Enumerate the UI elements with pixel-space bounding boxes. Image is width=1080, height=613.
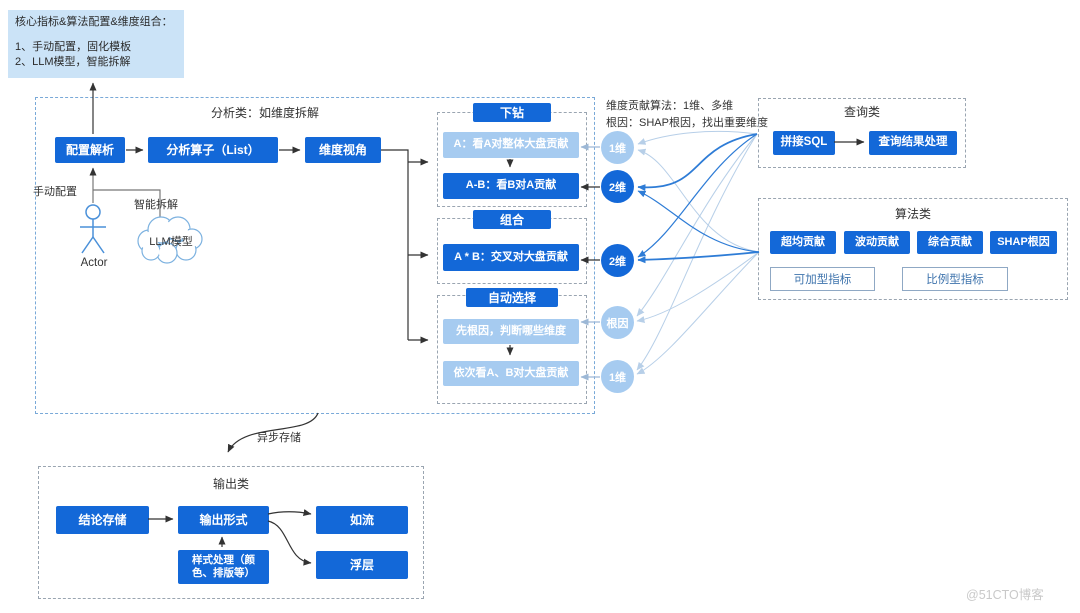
node-operator-list: 分析算子（List） [148,137,278,163]
auto-title: 自动选择 [466,288,558,307]
curve-algo-c4 [636,251,760,324]
metric-ratio: 比例型指标 [902,267,1008,291]
node-style-process: 样式处理（颜色、排版等） [178,550,269,584]
node-sql-concat: 拼接SQL [773,131,835,155]
node-conclusion-store: 结论存储 [56,506,149,534]
node-algo-supermean: 超均贡献 [770,231,836,254]
curve-query-c5 [636,133,758,371]
combine-group: 组合 A * B：交叉对大盘贡献 [437,210,587,284]
circle-2dim-top: 2维 [601,170,634,203]
metric-additive: 可加型指标 [770,267,875,291]
auto-step-2: 依次看A、B对大盘贡献 [443,361,579,386]
algorithms-group-label: 算法类 [894,207,932,221]
smart-split-label: 智能拆解 [134,199,178,211]
curve-query-c3 [637,133,758,258]
circle-1dim-top: 1维 [601,131,634,164]
light-curves [636,130,760,375]
curve-query-c2 [637,133,758,192]
note-title: 核心指标&算法配置&维度组合： [15,16,173,28]
analysis-group-label: 分析类：如维度拆解 [211,106,320,120]
curve-algo-c2 [637,190,760,253]
curve-algo-c1 [637,148,760,253]
manual-config-label: 手动配置 [33,186,77,198]
async-store-label: 异步存储 [257,432,301,444]
dimension-algo-note: 维度贡献算法：1维、多维 根因：SHAP根因，找出重要维度 [606,98,768,131]
curve-query-c1 [637,130,758,145]
query-group: 查询类 拼接SQL 查询结果处理 [758,98,966,168]
dimension-algo-note-line2: 根因：SHAP根因，找出重要维度 [606,116,768,129]
drill-step-2: A-B：看B对A贡献 [443,173,579,199]
curve-algo-c3 [637,251,760,264]
combine-title: 组合 [473,210,551,229]
auto-group: 自动选择 先根因，判断哪些维度 依次看A、B对大盘贡献 [437,288,587,404]
node-dimension-view: 维度视角 [305,137,381,163]
node-algo-shap: SHAP根因 [990,231,1057,254]
circle-1dim-bottom: 1维 [601,360,634,393]
node-overlay: 浮层 [316,551,408,579]
actor-label: Actor [80,257,108,269]
output-group: 输出类 结论存储 输出形式 如流 样式处理（颜色、排版等） 浮层 [38,466,424,599]
dimension-algo-note-line1: 维度贡献算法：1维、多维 [606,100,734,112]
circle-rootcause: 根因 [601,306,634,339]
node-ruliu: 如流 [316,506,408,534]
note-item-2: 2、LLM模型，智能拆解 [15,55,131,68]
output-group-label: 输出类 [212,477,250,491]
node-algo-fluctuation: 波动贡献 [844,231,910,254]
curve-algo-c5 [636,251,760,375]
drill-group: 下钻 A：看A对整体大盘贡献 A-B：看B对A贡献 [437,103,587,207]
drill-title: 下钻 [473,103,551,122]
node-algo-composite: 综合贡献 [917,231,983,254]
algorithms-group: 算法类 超均贡献 波动贡献 综合贡献 SHAP根因 可加型指标 比例型指标 [758,198,1068,300]
combine-step-1: A * B：交叉对大盘贡献 [443,244,579,271]
node-output-format: 输出形式 [178,506,269,534]
watermark: @51CTO博客 [966,588,1044,602]
circle-2dim-mid: 2维 [601,244,634,277]
query-group-label: 查询类 [843,105,881,119]
node-config-parse: 配置解析 [55,137,125,163]
curve-query-c4 [636,133,758,317]
dark-curves [637,133,760,264]
node-query-result: 查询结果处理 [869,131,957,155]
note-item-1: 1、手动配置，固化模板 [15,40,132,53]
note-box: 核心指标&算法配置&维度组合： 1、手动配置，固化模板 2、LLM模型，智能拆解 [8,10,184,78]
auto-step-1: 先根因，判断哪些维度 [443,319,579,344]
drill-step-1: A：看A对整体大盘贡献 [443,132,579,158]
